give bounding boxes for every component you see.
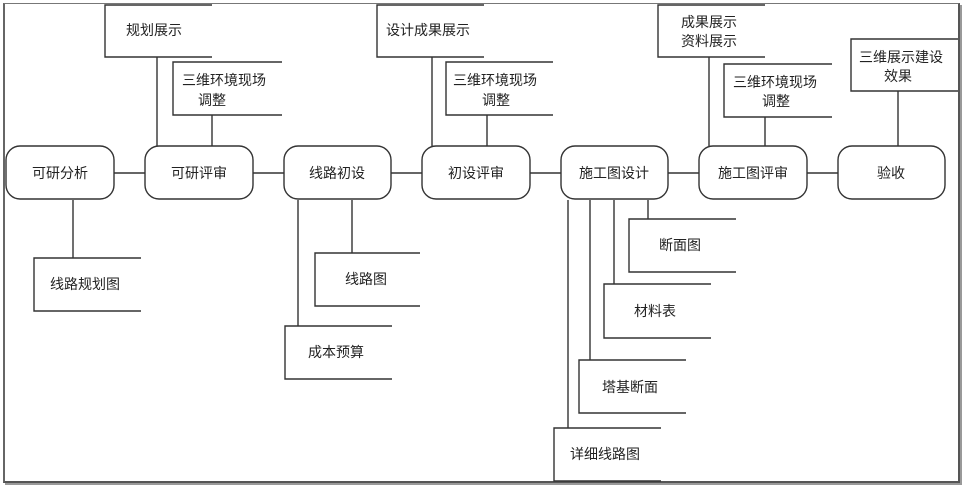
bottom-note-links [72,200,649,428]
note-bracket-b7 [553,427,661,482]
stage-box [421,145,531,200]
bottom-notes: 线路规划图 线路图 成本预算 断面图 材料表 塔基断面 详细线路图 [33,218,736,482]
stage-label: 可研分析 [32,166,88,182]
stage-label: 施工图评审 [718,166,788,182]
stage-node-s6[interactable]: 施工图评审 [698,145,808,200]
note-bracket-n2 [172,61,282,116]
note-n4-line2: 调整 [482,93,510,109]
top-note-links [156,57,899,146]
note-bracket-n1 [104,4,212,58]
stage-label: 验收 [877,166,905,182]
note-b3-line1: 成本预算 [308,345,364,361]
note-bracket-b4 [628,218,736,273]
stage-label: 施工图设计 [579,166,649,182]
note-b5-line1: 材料表 [634,304,676,320]
stage-label: 可研评审 [171,166,227,182]
stage-node-s2[interactable]: 可研评审 [144,145,254,200]
note-b6-line1: 塔基断面 [602,379,658,396]
note-n7-line2: 效果 [884,69,912,85]
stage-label: 初设评审 [448,165,504,182]
note-n2-line2: 调整 [198,93,226,109]
note-bracket-b3 [284,325,392,380]
note-n7-line1: 三维展示建设 [859,50,943,66]
stage-box [837,145,946,200]
diagram-frame [3,3,960,483]
note-n2-line1: 三维环境现场 [182,73,266,89]
note-n3-line1: 设计成果展示 [386,23,470,39]
stage-nodes: 可研分析 可研评审 线路初设 初设评审 施工图设计 施工图评审 验收 [5,145,946,200]
note-bracket-n3 [376,4,484,58]
note-bracket-n4 [445,61,553,116]
note-n4-line1: 三维环境现场 [453,73,537,89]
note-b2-line1: 线路图 [345,272,387,288]
stage-box [698,145,808,200]
note-bracket-b1 [33,257,141,312]
note-n5-line2: 资料展示 [681,34,737,50]
note-n1-line1: 规划展示 [126,23,182,39]
stage-box [144,145,254,200]
note-b4-line1: 断面图 [659,238,701,254]
stage-node-s1[interactable]: 可研分析 [5,145,115,200]
note-bracket-n6 [723,63,832,118]
note-b7-line1: 详细线路图 [570,447,640,463]
note-bracket-b6 [578,359,686,414]
stage-box [560,145,669,200]
note-n6-line2: 调整 [762,94,790,110]
stage-node-s3[interactable]: 线路初设 [283,145,392,200]
stage-node-s5[interactable]: 施工图设计 [560,145,669,200]
note-bracket-b5 [603,283,711,339]
note-bracket-b2 [314,252,420,307]
stage-label: 线路初设 [309,165,365,182]
note-n6-line1: 三维环境现场 [733,75,817,91]
top-notes: 规划展示 三维环境现场 调整 设计成果展示 三维环境现场 调整 成果展示 资料展… [104,4,958,118]
stage-box [283,145,392,200]
note-b1-line1: 线路规划图 [50,277,120,293]
note-bracket-n5 [657,4,765,58]
stage-box [5,145,115,200]
note-n5-line1: 成果展示 [681,15,737,31]
note-bracket-n7 [850,38,958,92]
stage-node-s7[interactable]: 验收 [837,145,946,200]
stage-node-s4[interactable]: 初设评审 [421,145,531,200]
